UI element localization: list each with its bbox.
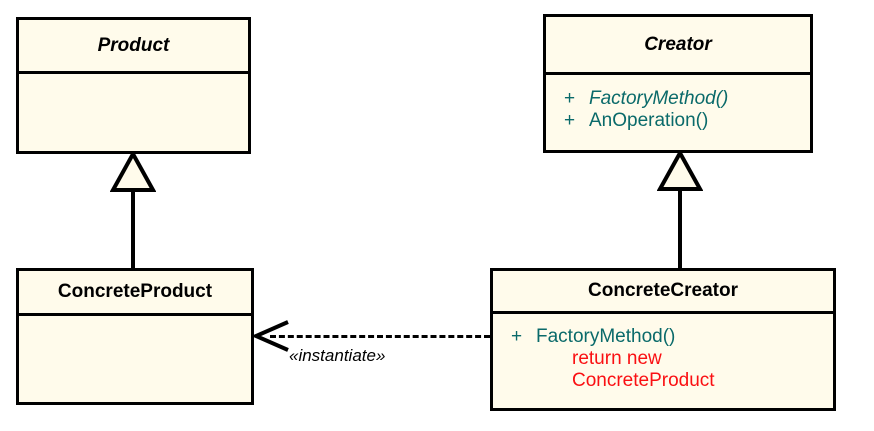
class-box-creator[interactable]: Creator + FactoryMethod() + AnOperation(… [543,14,813,153]
dependency-label-instantiate: «instantiate» [289,346,386,365]
member-row: + FactoryMethod() [493,326,833,348]
dependency-line-instantiate [270,335,490,338]
member-visibility: + [564,88,576,109]
member-name: FactoryMethod() [536,326,676,347]
hollow-triangle-head [657,151,703,191]
class-box-concrete-product[interactable]: ConcreteProduct [16,268,254,405]
class-divider-creator [546,72,810,75]
class-divider-concrete-product [19,313,251,316]
class-box-concrete-creator[interactable]: ConcreteCreator + FactoryMethod() return… [490,268,836,411]
member-name: AnOperation() [589,110,709,131]
generalization-line-product [131,189,135,269]
member-visibility: + [511,326,523,347]
class-members-product [19,74,248,151]
class-title-concrete-product: ConcreteProduct [57,281,213,302]
class-members-concrete-creator: + FactoryMethod() return new ConcretePro… [493,314,833,408]
class-divider-concrete-creator [493,311,833,314]
generalization-line-creator [678,188,682,269]
generalization-arrow-product [110,152,156,192]
class-divider-product [19,71,248,74]
open-arrow-head [252,320,289,352]
member-visibility: + [564,110,576,131]
member-name: FactoryMethod() [589,88,729,109]
member-row: + AnOperation() [546,110,810,132]
class-title-creator: Creator [644,34,712,55]
class-box-product[interactable]: Product [16,17,251,154]
class-title-product: Product [97,35,170,56]
class-members-creator: + FactoryMethod() + AnOperation() [546,78,810,150]
member-row: + FactoryMethod() [546,88,810,110]
member-note-line: return new [572,348,662,369]
hollow-triangle-head [110,152,156,192]
generalization-arrow-creator [657,151,703,191]
class-title-concrete-creator: ConcreteCreator [588,280,738,301]
member-note-line: ConcreteProduct [572,370,715,391]
class-members-concrete-product [19,316,251,402]
dependency-arrowhead-instantiate [252,320,289,352]
